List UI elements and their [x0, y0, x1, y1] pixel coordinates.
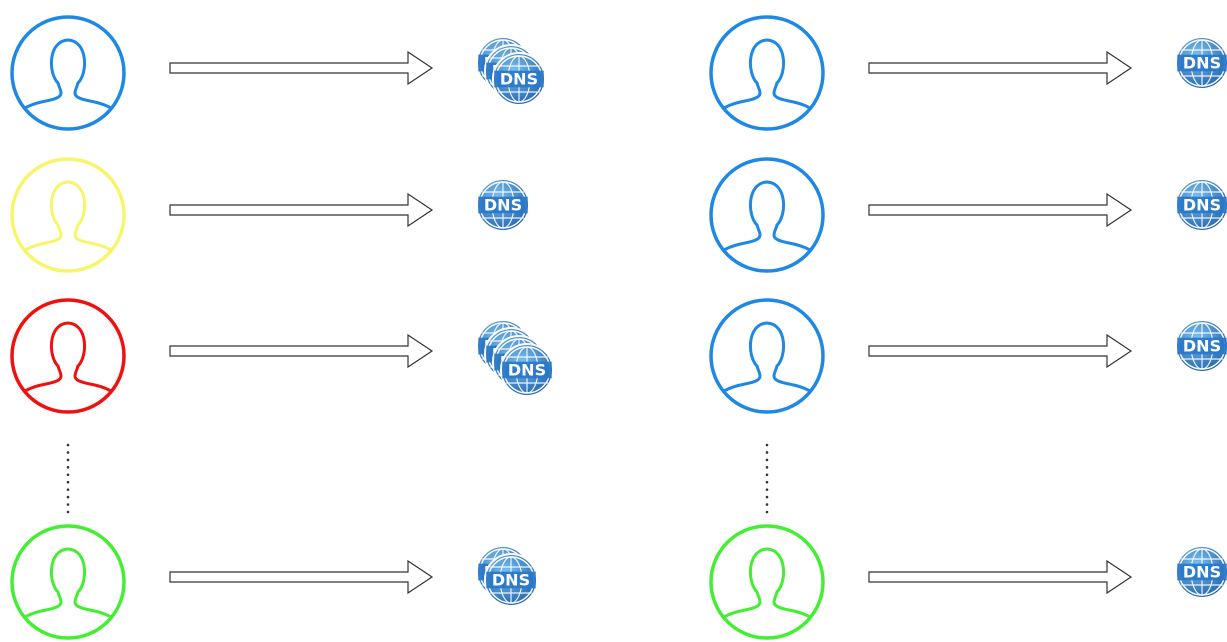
- ellipsis-dots: [765, 443, 769, 514]
- arrow: [169, 333, 434, 369]
- user-avatar-icon: [709, 15, 825, 131]
- dns-globe-icon: DNS: [1175, 545, 1227, 599]
- dns-label: DNS: [1183, 337, 1221, 356]
- arrow: [169, 192, 434, 228]
- dns-label: DNS: [508, 361, 546, 380]
- dns-label: DNS: [1183, 196, 1221, 215]
- arrow: [868, 192, 1133, 228]
- arrow: [169, 559, 434, 595]
- dns-globe-icon: DNS: [492, 52, 546, 106]
- dns-globe-icon: DNS: [1175, 319, 1227, 373]
- dns-globe-icon: DNS: [1175, 36, 1227, 90]
- arrow: [169, 50, 434, 86]
- dns-label: DNS: [492, 571, 530, 590]
- dns-label: DNS: [484, 196, 522, 215]
- user-avatar-icon: [709, 524, 825, 640]
- dns-globe-icon: DNS: [500, 343, 554, 397]
- user-avatar-icon: [709, 157, 825, 273]
- dns-label: DNS: [1183, 563, 1221, 582]
- user-avatar-icon: [10, 157, 126, 273]
- user-avatar-icon: [10, 15, 126, 131]
- arrow: [868, 333, 1133, 369]
- dns-globe-icon: DNS: [484, 553, 538, 607]
- dns-label: DNS: [1183, 54, 1221, 73]
- dns-label: DNS: [500, 70, 538, 89]
- dns-globe-icon: DNS: [1175, 178, 1227, 232]
- dns-globe-icon: DNS: [476, 178, 530, 232]
- arrow: [868, 50, 1133, 86]
- user-avatar-icon: [10, 298, 126, 414]
- arrow: [868, 559, 1133, 595]
- user-avatar-icon: [709, 298, 825, 414]
- ellipsis-dots: [66, 443, 70, 514]
- user-avatar-icon: [10, 524, 126, 640]
